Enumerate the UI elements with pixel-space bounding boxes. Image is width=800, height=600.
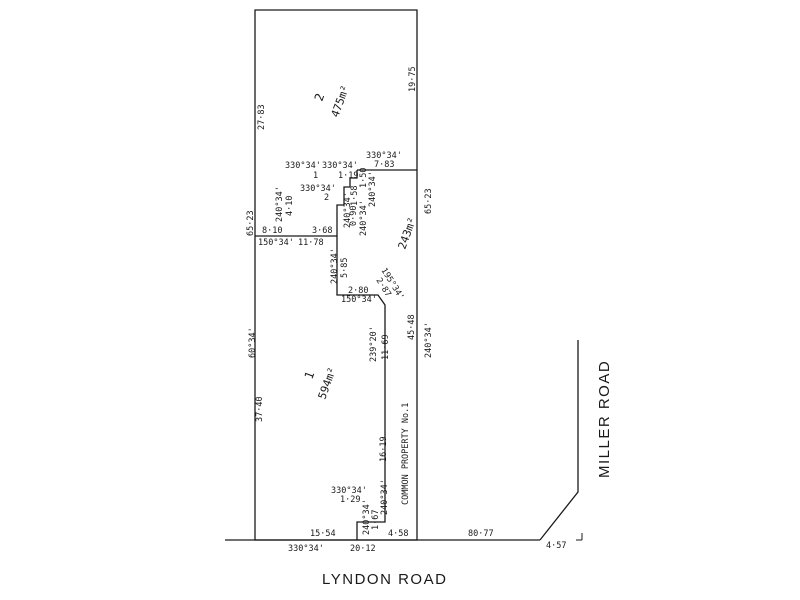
lot-boundary-stepped	[255, 170, 358, 237]
lot2-number: 2	[312, 91, 328, 103]
dim-15-54: 15·54	[310, 529, 336, 539]
dim-240-34-d: 240°34'	[359, 200, 369, 236]
dim-65-23-left: 65·23	[246, 210, 256, 236]
lot2-area: 475m²	[329, 83, 353, 119]
dim-5-85: 5·85	[340, 258, 350, 278]
dim-1-67: 1·67	[371, 510, 381, 530]
dim-2: 2	[324, 193, 329, 203]
dim-330-34-c: 330°34'	[366, 151, 402, 161]
dim-330-34-f: 330°34'	[288, 544, 324, 554]
dim-1-29: 1·29	[340, 495, 360, 505]
dim-27-83: 27·83	[257, 104, 267, 130]
miller-road-frontage-line	[539, 340, 579, 541]
dim-0-90: 0·90	[349, 206, 359, 226]
lot3-area: 243m²	[396, 215, 420, 251]
dim-240-34-a: 240°34'	[368, 171, 378, 207]
dim-65-23-right: 65·23	[424, 188, 434, 214]
dim-330-34-d: 330°34'	[300, 184, 336, 194]
common-property-label: COMMON PROPERTY No.1	[401, 403, 411, 505]
dim-1-58: 1·58	[350, 186, 360, 206]
dim-11-78: 11·78	[298, 238, 324, 248]
dim-240-34-c: 240°34'	[275, 186, 285, 222]
dim-239-20: 239°20'	[369, 326, 379, 362]
dim-3-68: 3·68	[312, 226, 332, 236]
dim-80-77: 80·77	[468, 529, 494, 539]
dim-60-34: 60°34'	[248, 327, 258, 358]
dim-240-34-e: 240°34'	[330, 248, 340, 284]
dim-4-58: 4·58	[388, 529, 408, 539]
lot1-area: 594m²	[316, 365, 340, 401]
dim-330-34-a: 330°34'	[285, 161, 321, 171]
common-property-boundary	[336, 236, 386, 540]
miller-road-label: MILLER ROAD	[596, 360, 613, 478]
dim-150-34-b: 150°34'	[341, 295, 377, 305]
dim-1-50: 1·50	[359, 168, 369, 188]
lyndon-road-label: LYNDON ROAD	[322, 571, 447, 588]
dim-37-40: 37·40	[255, 396, 265, 422]
dim-240-34-g: 240°34'	[380, 479, 390, 515]
dim-240-34-h: 240°34'	[362, 499, 372, 535]
dim-45-48: 45·48	[407, 314, 417, 340]
dim-19-75: 19·75	[408, 66, 418, 92]
dim-240-34-f: 240°34'	[424, 322, 434, 358]
dim-11-69: 11·69	[381, 334, 391, 360]
dim-4-10: 4·10	[285, 196, 295, 216]
dim-1-19: 1·19	[338, 171, 358, 181]
dim-2-80: 2·80	[348, 286, 368, 296]
dim-330-34-b: 330°34'	[322, 161, 358, 171]
dim-20-12: 20·12	[350, 544, 376, 554]
dim-330-34-e: 330°34'	[331, 486, 367, 496]
dim-7-83: 7·83	[374, 160, 394, 170]
lot1-number: 1	[302, 369, 318, 381]
dim-150-34-a: 150°34'	[258, 238, 294, 248]
dim-4-57: 4·57	[546, 541, 566, 551]
dim-16-19: 16·19	[379, 436, 389, 462]
dim-240-34-b: 240°34'	[343, 192, 353, 228]
dim-1: 1	[313, 171, 318, 181]
dim-8-10: 8·10	[262, 226, 282, 236]
